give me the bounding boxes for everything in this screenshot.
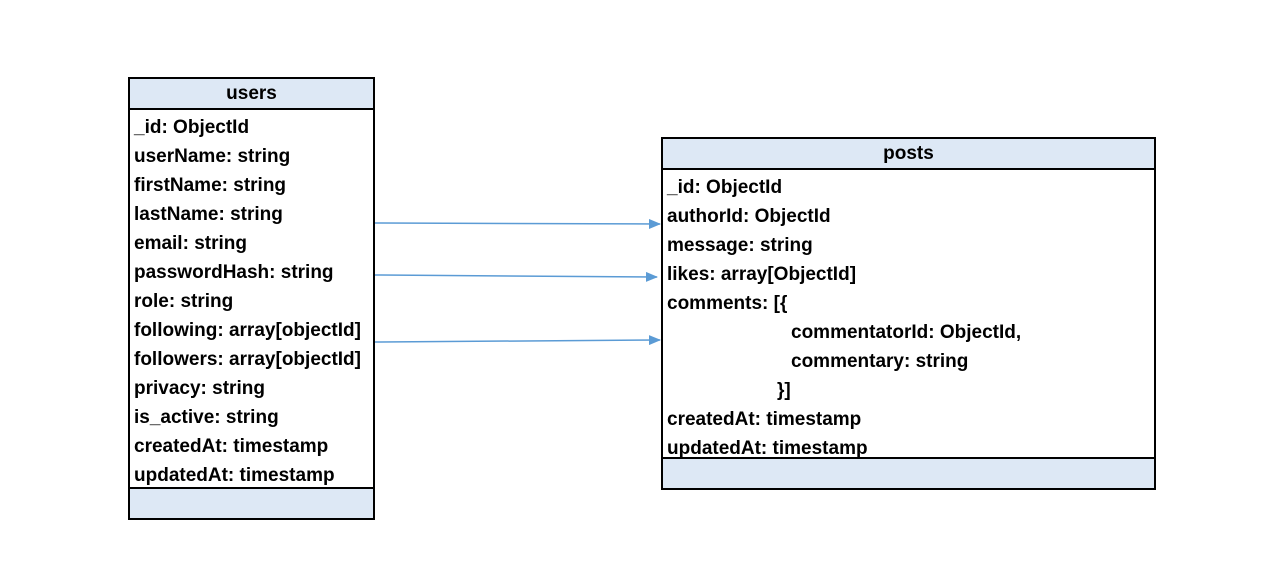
posts-field-updatedat: updatedAt: timestamp xyxy=(667,438,868,459)
users-field-passwordhash: passwordHash: string xyxy=(134,262,334,283)
connector-users-to-posts-authorid xyxy=(374,218,661,229)
posts-entity-footer xyxy=(663,457,1154,488)
users-field-privacy: privacy: string xyxy=(134,378,265,399)
posts-field-createdat: createdAt: timestamp xyxy=(667,409,862,430)
posts-field-list: _id: ObjectId authorId: ObjectId message… xyxy=(663,170,1154,467)
users-field-updatedat: updatedAt: timestamp xyxy=(134,465,335,486)
users-field-username: userName: string xyxy=(134,146,291,167)
connector-users-to-posts-likes xyxy=(374,271,658,282)
posts-field-likes: likes: array[ObjectId] xyxy=(667,264,857,285)
users-entity: users _id: ObjectId userName: string fir… xyxy=(128,77,375,520)
posts-field-authorid: authorId: ObjectId xyxy=(667,206,831,227)
users-entity-footer xyxy=(130,487,373,518)
posts-field-comments-open: comments: [{ xyxy=(667,293,788,314)
users-entity-title: users xyxy=(130,79,373,110)
users-field-createdat: createdAt: timestamp xyxy=(134,436,329,457)
users-field-role: role: string xyxy=(134,291,234,312)
users-field-following: following: array[objectId] xyxy=(134,320,361,341)
users-field-email: email: string xyxy=(134,233,247,254)
posts-entity: posts _id: ObjectId authorId: ObjectId m… xyxy=(661,137,1156,490)
posts-entity-title: posts xyxy=(663,139,1154,170)
posts-field-message: message: string xyxy=(667,235,813,256)
posts-field-id: _id: ObjectId xyxy=(667,177,783,198)
users-field-firstname: firstName: string xyxy=(134,175,287,196)
users-field-list: _id: ObjectId userName: string firstName… xyxy=(130,110,373,494)
posts-field-commentatorid: commentatorId: ObjectId, xyxy=(791,322,1022,343)
posts-field-commentary: commentary: string xyxy=(791,351,969,372)
users-field-is-active: is_active: string xyxy=(134,407,279,428)
posts-field-comments-close: }] xyxy=(777,380,791,401)
users-field-lastname: lastName: string xyxy=(134,204,283,225)
connector-users-to-posts-comments xyxy=(374,335,661,346)
users-field-id: _id: ObjectId xyxy=(134,117,250,138)
users-field-followers: followers: array[objectId] xyxy=(134,349,361,370)
